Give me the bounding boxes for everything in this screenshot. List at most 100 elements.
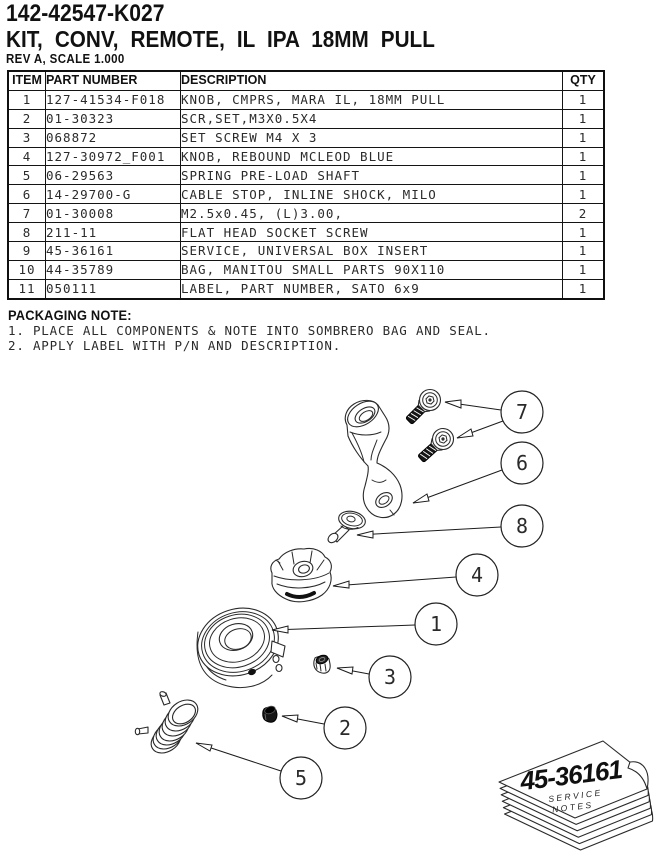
item-cell: 7 <box>7 203 46 224</box>
qty-cell: 1 <box>562 278 605 300</box>
description-cell: CABLE STOP, INLINE SHOCK, MILO <box>180 184 563 205</box>
compression-knob <box>196 607 286 689</box>
qty-cell: 1 <box>562 184 605 205</box>
callout-1-number: 1 <box>430 612 442 636</box>
part-number-cell: 127-30972_F001 <box>45 146 181 167</box>
column-header-item: ITEM <box>7 70 46 91</box>
description-cell: SERVICE, UNIVERSAL BOX INSERT <box>180 241 563 261</box>
service-notes-pad: 45-36161 SERVICE NOTES <box>498 740 654 851</box>
description-cell: SPRING PRE-LOAD SHAFT <box>180 165 563 186</box>
part-number-cell: 45-36161 <box>45 241 181 261</box>
item-cell: 2 <box>7 108 46 129</box>
description-cell: SCR,SET,M3X0.5X4 <box>180 108 563 129</box>
bom-table-header: ITEM PART NUMBER DESCRIPTION QTY <box>7 70 605 91</box>
exploded-view-area: 7 6 8 4 1 3 2 5 <box>0 370 658 861</box>
drawing-header: 142-42547-K027 KIT, CONV, REMOTE, IL IPA… <box>6 1 483 67</box>
callout-5-number: 5 <box>295 766 307 790</box>
callout-5: 5 <box>279 756 323 800</box>
qty-cell: 2 <box>562 203 605 224</box>
column-header-description: DESCRIPTION <box>180 70 563 91</box>
description-cell: KNOB, CMPRS, MARA IL, 18MM PULL <box>180 89 563 110</box>
item-cell: 11 <box>7 278 46 300</box>
part-number-cell: 050111 <box>45 278 181 300</box>
part-number-cell: 01-30323 <box>45 108 181 129</box>
column-header-qty: QTY <box>562 70 605 91</box>
item-cell: 4 <box>7 146 46 167</box>
document-title: KIT, CONV, REMOTE, IL IPA 18MM PULL <box>6 26 435 52</box>
part-number-cell: 127-41534-F018 <box>45 89 181 110</box>
callout-4-number: 4 <box>471 563 483 587</box>
qty-cell: 1 <box>562 165 605 186</box>
document-part-number: 142-42547-K027 <box>6 0 165 27</box>
leader-lines <box>195 399 504 772</box>
packaging-note-2: 2. APPLY LABEL WITH P/N AND DESCRIPTION. <box>8 337 342 353</box>
packaging-note-block: PACKAGING NOTE: 1. PLACE ALL COMPONENTS … <box>8 308 491 353</box>
socket-head-screw-lower <box>418 427 455 463</box>
callout-7: 7 <box>500 390 544 434</box>
callout-8-number: 8 <box>516 514 528 538</box>
column-header-part-number: PART NUMBER <box>45 70 181 91</box>
rebound-knob <box>270 547 332 603</box>
description-cell: M2.5x0.45, (L)3.00, <box>180 203 563 224</box>
description-cell: SET SCREW M4 X 3 <box>180 127 563 148</box>
exploded-view-diagram: 7 6 8 4 1 3 2 5 <box>134 388 654 851</box>
description-cell: BAG, MANITOU SMALL PARTS 90X110 <box>180 259 563 280</box>
callout-6-number: 6 <box>516 451 528 475</box>
part-number-cell: 06-29563 <box>45 165 181 186</box>
description-cell: FLAT HEAD SOCKET SCREW <box>180 222 563 243</box>
callout-8: 8 <box>500 504 544 548</box>
packaging-note-title: PACKAGING NOTE: <box>8 308 132 323</box>
packaging-note-1: 1. PLACE ALL COMPONENTS & NOTE INTO SOMB… <box>8 323 491 338</box>
part-number-cell: 211-11 <box>45 222 181 243</box>
description-cell: LABEL, PART NUMBER, SATO 6x9 <box>180 278 563 300</box>
item-cell: 10 <box>7 259 46 280</box>
callout-2-number: 2 <box>339 716 351 740</box>
part-number-cell: 01-30008 <box>45 203 181 224</box>
qty-cell: 1 <box>562 259 605 280</box>
qty-cell: 1 <box>562 241 605 261</box>
qty-cell: 1 <box>562 108 605 129</box>
page-curl <box>627 761 649 790</box>
part-number-cell: 14-29700-G <box>45 184 181 205</box>
callout-2: 2 <box>323 706 367 750</box>
item-cell: 8 <box>7 222 46 243</box>
qty-cell: 1 <box>562 127 605 148</box>
remote-lever-cable-stop <box>344 399 403 519</box>
part-number-cell: 068872 <box>45 127 181 148</box>
callout-1: 1 <box>414 602 458 646</box>
coil-spring <box>134 691 199 754</box>
part-number-cell: 44-35789 <box>45 259 181 280</box>
callout-3: 3 <box>368 655 412 699</box>
qty-cell: 1 <box>562 222 605 243</box>
qty-cell: 1 <box>562 146 605 167</box>
header-row: ITEM PART NUMBER DESCRIPTION QTY <box>7 70 605 91</box>
item-cell: 5 <box>7 165 46 186</box>
item-cell: 6 <box>7 184 46 205</box>
callout-7-number: 7 <box>516 400 528 424</box>
item-cell: 1 <box>7 89 46 110</box>
qty-cell: 1 <box>562 89 605 110</box>
callout-3-number: 3 <box>384 665 396 689</box>
callout-4: 4 <box>455 553 499 597</box>
flat-head-screw <box>327 510 366 544</box>
set-screw-3 <box>313 654 331 674</box>
socket-head-screw-upper <box>405 388 442 425</box>
description-cell: KNOB, REBOUND MCLEOD BLUE <box>180 146 563 167</box>
revision-scale-line: REV A, SCALE 1.000 <box>6 52 125 66</box>
item-cell: 9 <box>7 241 46 261</box>
callout-6: 6 <box>500 441 544 485</box>
